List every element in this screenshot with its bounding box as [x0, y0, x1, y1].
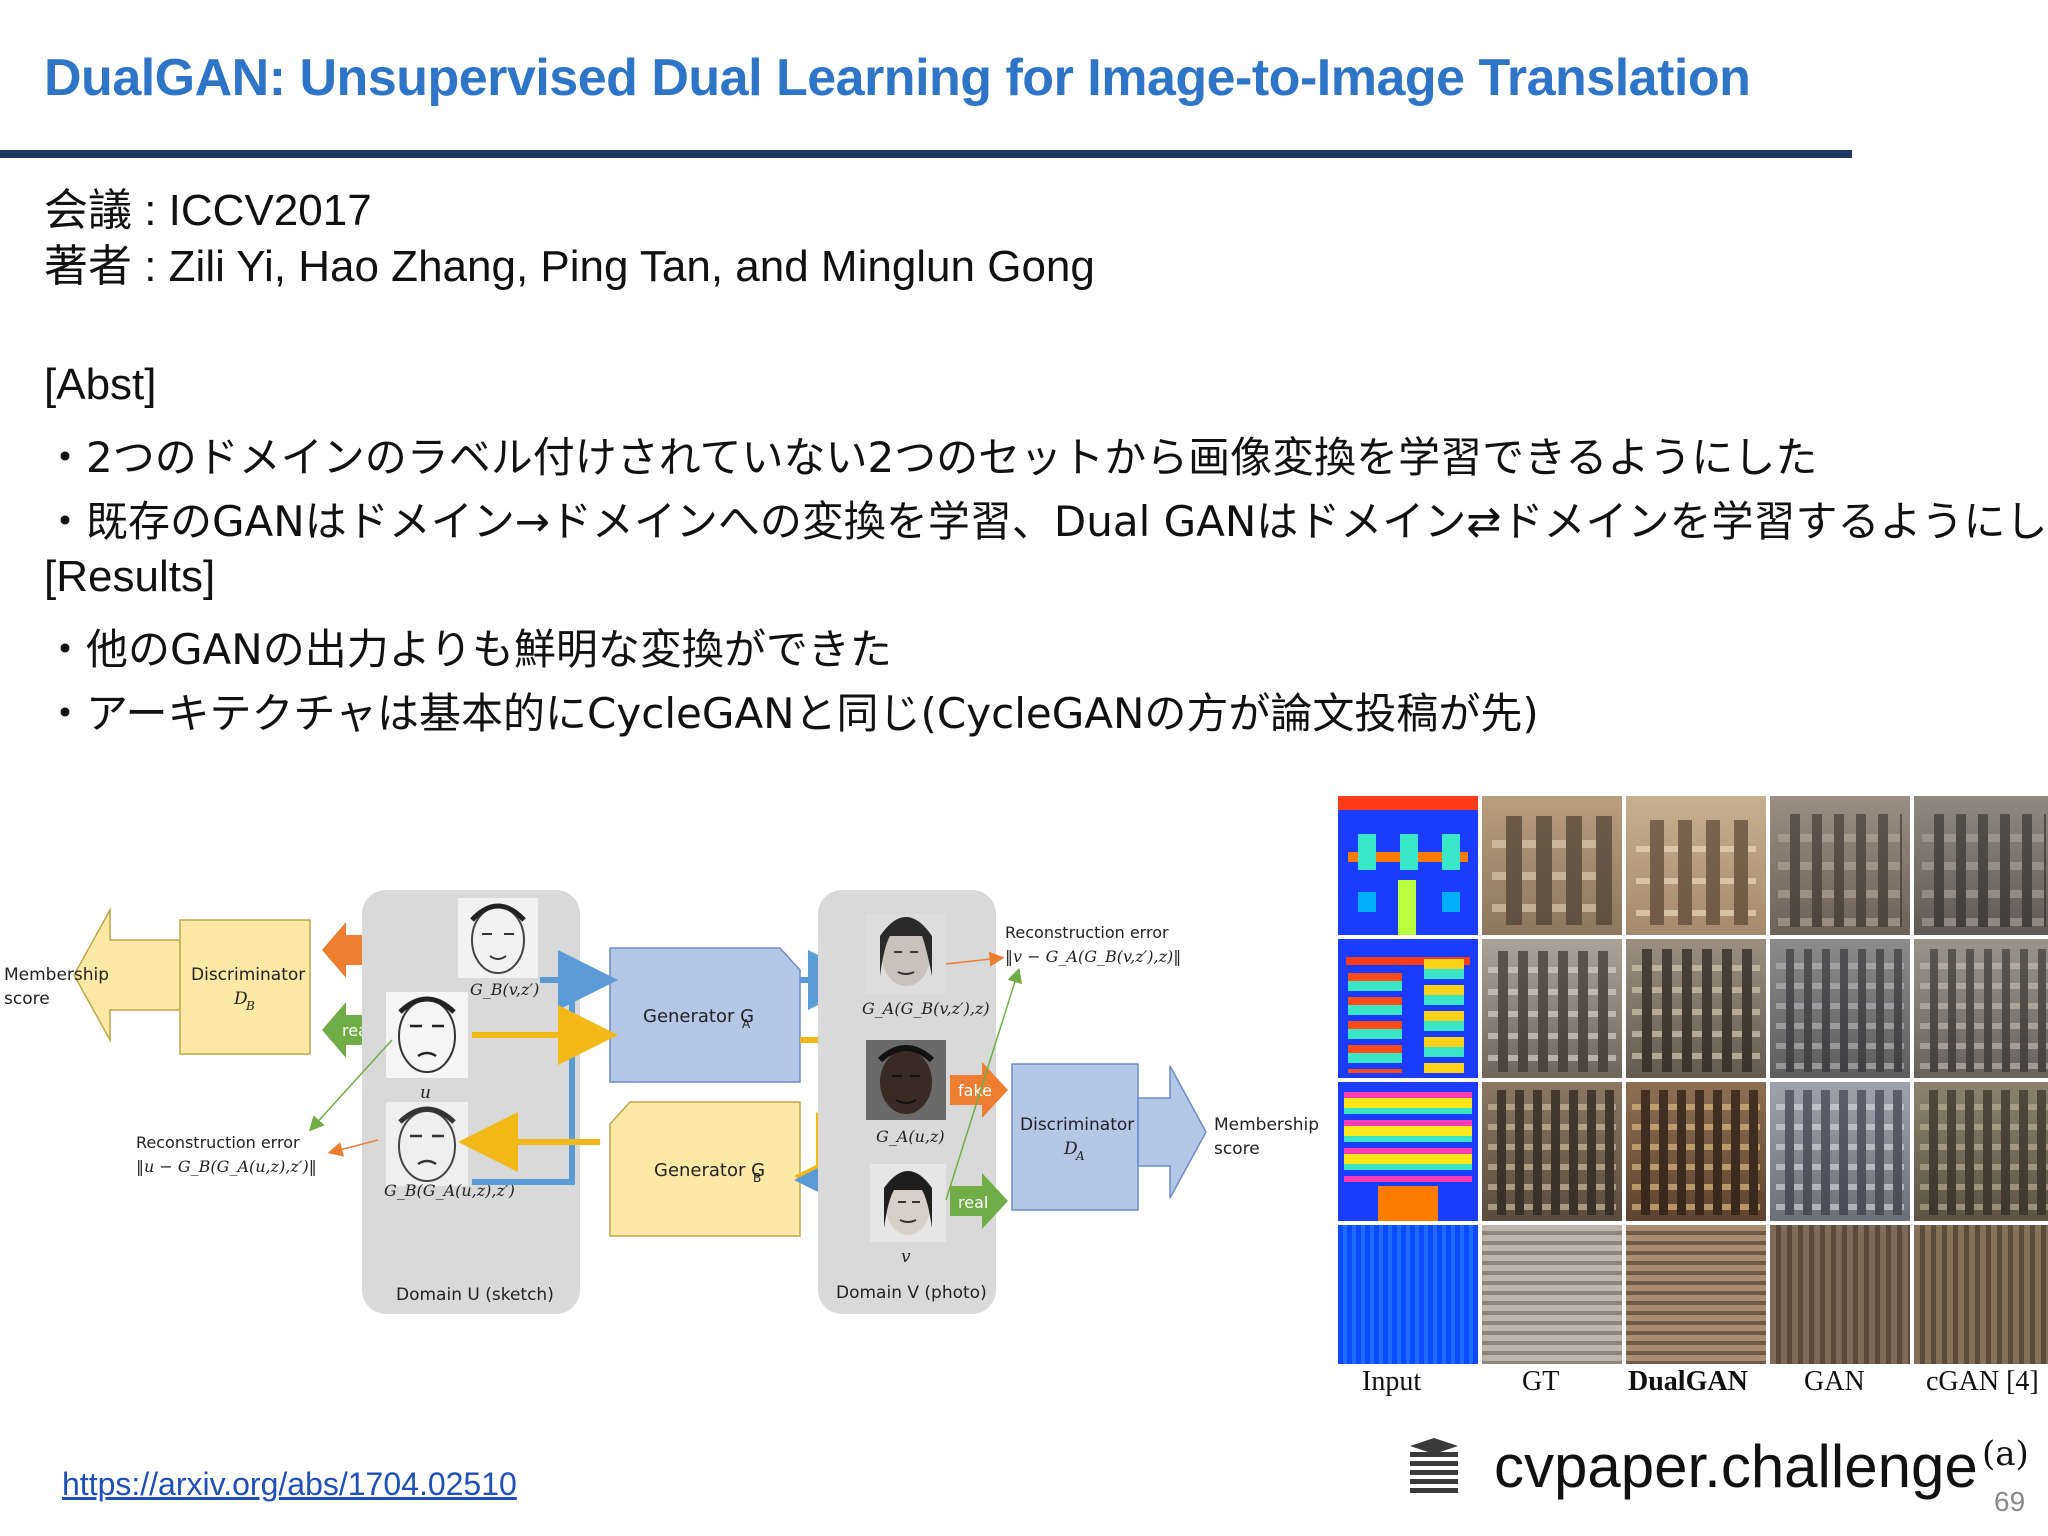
recon-left-green-line	[308, 1039, 393, 1132]
brand-name: cvpaper.challenge	[1494, 1433, 1978, 1500]
results-image-grid	[1338, 796, 2048, 1364]
discriminator-b-sub: D	[233, 989, 248, 1009]
abst-heading: [Abst]	[44, 360, 157, 409]
authors-line: 著者 : Zili Yi, Hao Zhang, Ping Tan, and M…	[44, 242, 1095, 291]
results-item: ・アーキテクチャは基本的にCycleGANと同じ(CycleGANの方が論文投稿…	[44, 689, 1539, 738]
face-ga-gb-photo	[866, 914, 946, 994]
title-rule	[0, 150, 1852, 158]
gt-facade	[1482, 939, 1622, 1078]
membership-arrow-right	[1137, 1065, 1207, 1199]
abst-item: ・2つのドメインのラベル付けされていない2つのセットから画像変換を学習できるよう…	[44, 433, 1818, 482]
col-label-cgan: cGAN [4]	[1926, 1366, 2039, 1397]
input-label-map	[1338, 939, 1478, 1078]
domain-u-label: Domain U (sketch)	[396, 1285, 554, 1305]
dualgan-output	[1626, 1225, 1766, 1364]
ga-gb-label: G_A(G_B(v,z′),z)	[862, 999, 990, 1018]
generator-b-box	[609, 1101, 801, 1237]
gan-output	[1770, 939, 1910, 1078]
discriminator-b-label: Discriminator	[191, 965, 305, 985]
cgan-output	[1914, 1082, 2048, 1221]
arxiv-link[interactable]: https://arxiv.org/abs/1704.02510	[62, 1466, 517, 1502]
discriminator-b-box	[179, 919, 311, 1055]
gan-output	[1770, 796, 1910, 935]
recon-left-formula: ‖u − G_B(G_A(u,z),z′)‖	[136, 1157, 317, 1176]
results-heading: [Results]	[44, 552, 216, 601]
cvpaper-logo-icon	[1410, 1438, 1458, 1493]
face-v-photo	[870, 1164, 946, 1242]
panel-label: (a)	[1982, 1434, 2029, 1474]
dualgan-output	[1626, 796, 1766, 935]
input-label-map	[1338, 1082, 1478, 1221]
membership-left-label-2: score	[4, 989, 50, 1009]
generator-b-label: Generator G	[654, 1160, 765, 1181]
membership-right-label-1: Membership	[1214, 1115, 1319, 1135]
membership-right-label-2: score	[1214, 1139, 1260, 1159]
recon-left-orange-line	[327, 1139, 379, 1157]
membership-left-label-1: Membership	[4, 965, 109, 985]
recon-right-formula: ‖v − G_A(G_B(v,z′),z)‖	[1005, 947, 1181, 966]
discriminator-a-idx: A	[1075, 1149, 1085, 1163]
col-label-dualgan: DualGAN	[1628, 1366, 1748, 1397]
discriminator-a-sub: D	[1063, 1139, 1078, 1159]
discriminator-a-label: Discriminator	[1020, 1115, 1134, 1135]
gt-facade	[1482, 1225, 1622, 1364]
recon-right-orange-line	[945, 951, 1005, 967]
domain-v-label: Domain V (photo)	[836, 1283, 987, 1303]
fake-right-label: fake	[958, 1081, 992, 1100]
gb-ga-label: G_B(G_A(u,z),z′)	[384, 1181, 515, 1200]
real-arrow-right	[950, 1173, 1008, 1229]
input-label-map	[1338, 796, 1478, 935]
page-number: 69	[1994, 1486, 2026, 1517]
conference-line: 会議 : ICCV2017	[44, 186, 372, 235]
dualgan-output	[1626, 939, 1766, 1078]
dualgan-output	[1626, 1082, 1766, 1221]
generator-a-idx: A	[742, 1017, 751, 1031]
face-u-sketch	[386, 992, 468, 1078]
blue-loop-left	[472, 977, 575, 1185]
cgan-output	[1914, 796, 2048, 935]
gt-facade	[1482, 1082, 1622, 1221]
discriminator-a-box	[1011, 1063, 1139, 1211]
discriminator-b-idx: B	[245, 999, 255, 1013]
v-label: v	[901, 1247, 911, 1267]
results-item: ・他のGANの出力よりも鮮明な変換ができた	[44, 625, 892, 674]
gb-vz-label: G_B(v,z′)	[470, 980, 539, 999]
gan-output	[1770, 1225, 1910, 1364]
fake-arrow-right	[950, 1062, 1008, 1118]
input-label-map	[1338, 1225, 1478, 1364]
recon-right-title: Reconstruction error	[1005, 923, 1169, 942]
u-label: u	[420, 1083, 431, 1103]
face-ga-uz-photo	[866, 1040, 946, 1120]
recon-right-green-line	[945, 967, 1022, 1201]
recon-left-title: Reconstruction error	[136, 1133, 300, 1152]
membership-arrow-left	[73, 907, 181, 1043]
generator-a-label: Generator G	[643, 1006, 754, 1027]
real-right-label: real	[958, 1193, 988, 1212]
slide-title: DualGAN: Unsupervised Dual Learning for …	[44, 49, 1751, 107]
face-gb-vz	[458, 898, 538, 978]
col-label-gt: GT	[1522, 1366, 1560, 1397]
generator-b-idx: B	[753, 1171, 761, 1185]
cgan-output	[1914, 939, 2048, 1078]
face-gb-ga	[386, 1102, 468, 1186]
gt-facade	[1482, 796, 1622, 935]
dualgan-architecture-diagram: Membership score Discriminator D B fake …	[4, 890, 1319, 1314]
col-label-input: Input	[1362, 1366, 1422, 1397]
abst-item: ・既存のGANはドメイン→ドメインへの変換を学習、Dual GANはドメイン⇄ド…	[44, 497, 2048, 546]
col-label-gan: GAN	[1804, 1366, 1865, 1397]
cgan-output	[1914, 1225, 2048, 1364]
gan-output	[1770, 1082, 1910, 1221]
ga-uz-label: G_A(u,z)	[876, 1127, 945, 1146]
